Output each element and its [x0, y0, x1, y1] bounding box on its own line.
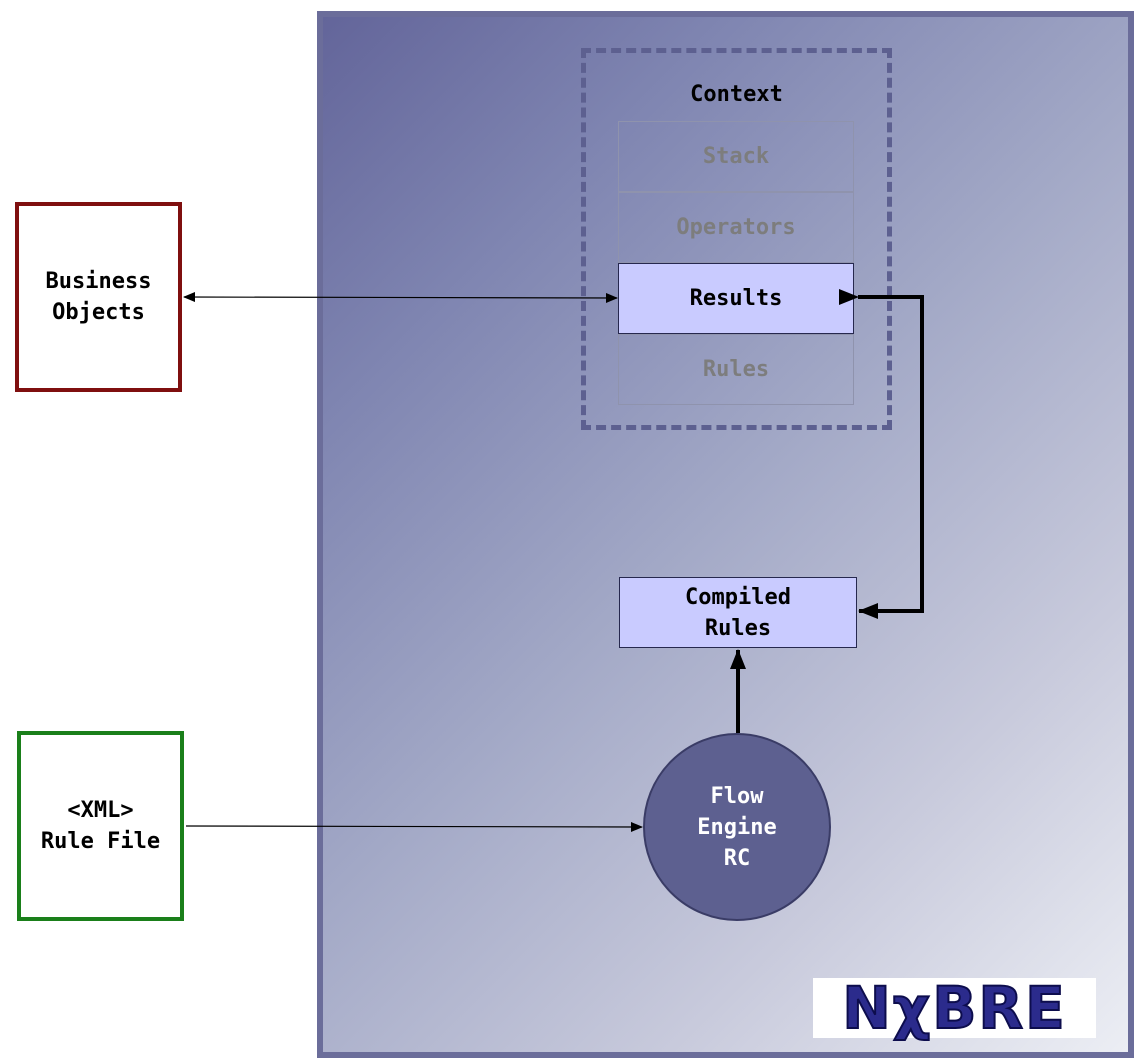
context-row-label: Results [689, 286, 783, 311]
context-row-stack: Stack [618, 121, 854, 192]
business-objects-box: Business Objects [15, 202, 182, 392]
xml-rule-file-box: <XML> Rule File [17, 731, 184, 921]
flow-engine-node: Flow Engine RC [643, 733, 831, 921]
context-row-results: Results [618, 263, 854, 334]
business-results-arrow [183, 292, 618, 303]
context-row-rules: Rules [618, 334, 854, 405]
context-row-label: Rules [702, 357, 770, 382]
xml-rule-file-label: <XML> Rule File [40, 798, 161, 854]
results-compiled-connector [839, 289, 924, 619]
xml-engine-arrow [185, 821, 643, 832]
context-title: Context [690, 82, 783, 107]
business-objects-label: Business Objects [45, 269, 152, 325]
context-frame [581, 48, 892, 430]
flow-engine-label: Flow Engine RC [697, 783, 777, 871]
context-row-operators: Operators [618, 192, 854, 263]
context-row-label: Stack [702, 144, 770, 169]
compiled-rules-label: Compiled Rules [685, 584, 791, 641]
noxbre-logo: NχBRE [813, 973, 1096, 1043]
context-row-label: Operators [676, 215, 796, 240]
logo-text: NχBRE [841, 973, 1067, 1043]
compiled-rules-box: Compiled Rules [619, 577, 857, 648]
